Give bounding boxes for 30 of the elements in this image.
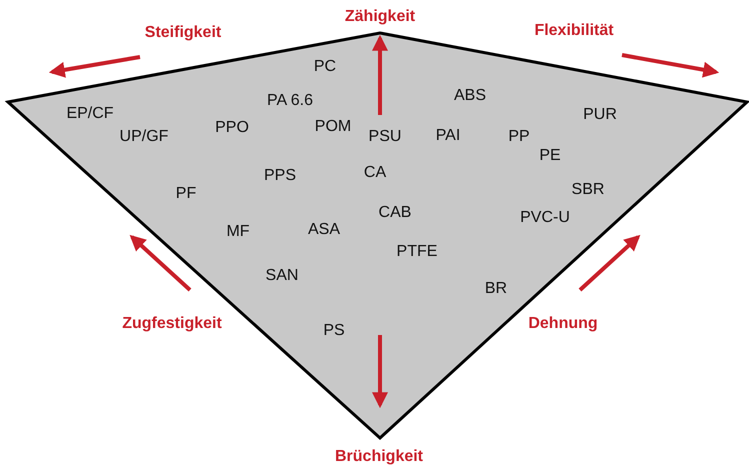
property-label: Zugfestigkeit <box>122 315 222 333</box>
material-label: PP <box>508 128 530 146</box>
material-label: SAN <box>266 267 298 285</box>
material-label: ASA <box>308 221 340 239</box>
material-label: SBR <box>572 181 604 199</box>
material-label: PUR <box>583 106 617 124</box>
property-label: Flexibilität <box>534 22 614 40</box>
material-label: PSU <box>368 128 402 146</box>
property-label: Dehnung <box>528 315 598 333</box>
material-label: MF <box>226 223 250 241</box>
material-label: PF <box>176 185 196 203</box>
material-label: CAB <box>378 204 412 222</box>
material-label: PAI <box>436 127 460 145</box>
material-label: PVC-U <box>520 209 570 227</box>
material-label: PA 6.6 <box>267 92 313 110</box>
material-label: PPS <box>264 167 296 185</box>
material-label: ABS <box>454 87 486 105</box>
material-label: UP/GF <box>120 128 168 146</box>
property-label: Brüchigkeit <box>335 448 423 466</box>
material-label: BR <box>484 280 508 298</box>
material-label: PTFE <box>396 243 438 261</box>
property-label: Steifigkeit <box>144 24 222 42</box>
material-label: EP/CF <box>66 105 114 123</box>
material-label: PPO <box>215 119 249 137</box>
material-label: POM <box>314 118 352 136</box>
material-label: CA <box>364 164 386 182</box>
material-label: PC <box>314 58 336 76</box>
property-label: Zähigkeit <box>344 8 416 26</box>
material-label: PS <box>323 322 345 340</box>
material-label: PE <box>539 147 561 165</box>
